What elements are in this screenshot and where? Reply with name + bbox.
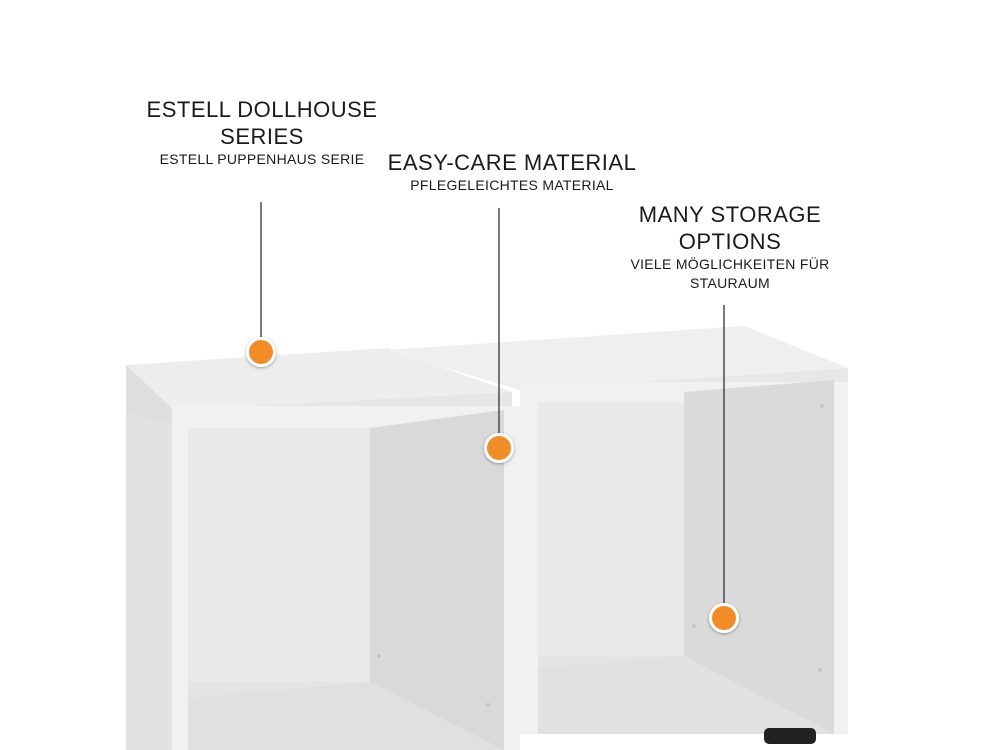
right-cube-top [386,326,848,390]
callout-subtitle-1: ESTELL PUPPENHAUS SERIE [159,151,365,167]
right-cube-foot [764,728,816,744]
callout-title-2: EASY-CARE MATERIAL [387,150,637,175]
callout-title-3: MANY STORAGE OPTIONS [638,202,822,254]
callout-marker-2 [484,433,514,463]
callout-marker-3 [709,603,739,633]
callout-label-3: MANY STORAGE OPTIONS VIELE MÖGLICHKEITEN… [620,201,840,293]
left-shelf-cube [126,348,520,750]
callout-label-2: EASY-CARE MATERIAL PFLEGELEICHTES MATERI… [372,149,652,195]
left-cube-top [126,348,512,410]
callout-marker-1 [246,337,276,367]
right-shelf-cube [386,326,848,744]
callout-subtitle-2: PFLEGELEICHTES MATERIAL [410,177,614,193]
callout-subtitle-3: VIELE MÖGLICHKEITEN FÜR STAURAUM [630,256,830,291]
callout-label-1: ESTELL DOLLHOUSE SERIES ESTELL PUPPENHAU… [132,96,392,169]
callout-title-1: ESTELL DOLLHOUSE SERIES [146,97,378,149]
